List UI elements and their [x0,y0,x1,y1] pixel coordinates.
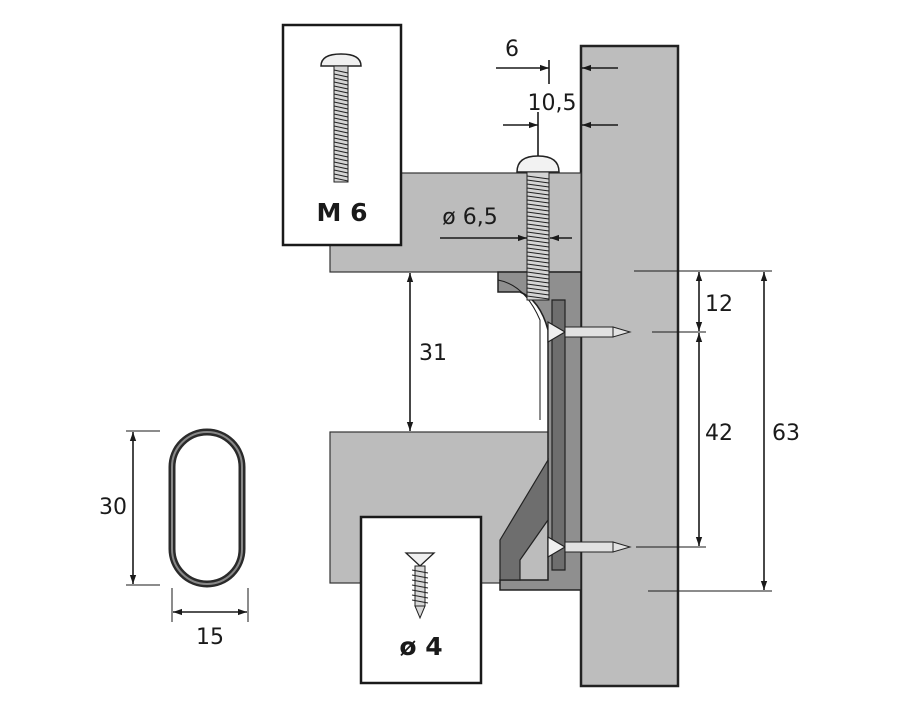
mounting-bolt [516,155,560,301]
bolt-label: M 6 [317,198,368,227]
dim-oval-width: 15 [171,588,249,650]
dim-shelf-gap: 31 [406,273,447,431]
dim-hole-diameter: ø 6,5 [440,205,572,242]
dim-top-to-screw: 12 [695,272,733,331]
dim-oval-height-label: 30 [99,495,127,520]
dim-bracket-height: 63 [760,272,800,590]
screw-label: ø 4 [399,632,442,661]
dim-bolt-position-label: 10,5 [528,91,577,116]
dim-shelf-gap-label: 31 [419,341,447,366]
dim-top-to-screw-label: 12 [705,292,733,317]
extension-lines [634,270,772,592]
rail-bracket [497,271,582,591]
dim-oval-height: 30 [99,430,160,586]
dim-hole-diameter-label: ø 6,5 [442,205,497,230]
dim-oval-width-label: 15 [196,625,224,650]
dim-screw-spacing-label: 42 [705,421,733,446]
oval-rail-section [168,428,246,588]
dim-head-offset-label: 6 [505,37,519,62]
wall-screw-upper [547,320,632,344]
dim-bolt-position: 10,5 [503,91,618,156]
dim-bracket-height-label: 63 [772,421,800,446]
wall [579,44,680,688]
bolt-inset: M 6 [281,23,403,247]
wall-screw-lower [547,535,632,559]
dim-head-offset: 6 [496,37,618,84]
screw-inset: ø 4 [359,515,483,685]
dim-screw-spacing: 42 [695,333,733,546]
